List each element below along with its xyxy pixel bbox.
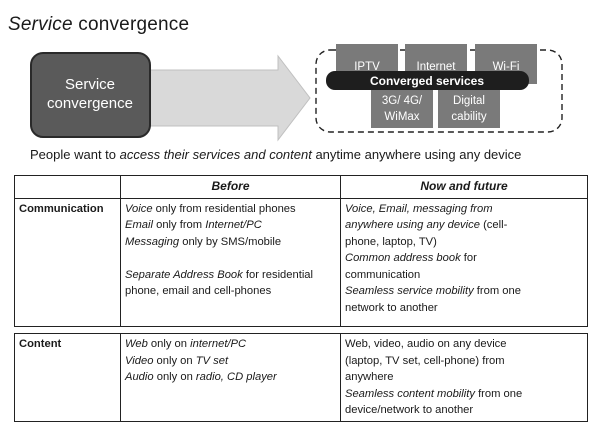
service-label-digital-line1: Digital: [453, 95, 485, 107]
table-header-row: Before Now and future: [14, 175, 588, 199]
service-label-3g-line1: 3G/ 4G/: [382, 95, 423, 107]
list-item: communication: [345, 268, 421, 281]
tagline: People want to access their services and…: [30, 147, 522, 162]
cell-content-now: Web, video, audio on any device (laptop,…: [340, 333, 588, 422]
list-item: (laptop, TV set, cell-phone) from: [345, 354, 505, 367]
convergence-diagram: Service convergence IPTV Internet Wi-Fi …: [30, 44, 563, 142]
list-item: Email only from Internet/PC: [125, 219, 262, 232]
service-box-digital: [438, 86, 500, 128]
cell-content-before: Web only on internet/PC Video only on TV…: [120, 333, 341, 422]
service-label-3g-line2: WiMax: [384, 111, 419, 123]
list-item: phone, laptop, TV): [345, 235, 437, 248]
source-label-line2: convergence: [47, 95, 133, 112]
content-table: Content Web only on internet/PC Video on…: [14, 333, 588, 422]
converged-banner-label: Converged services: [370, 74, 484, 88]
convergence-arrow: [147, 54, 311, 142]
service-label-iptv: IPTV: [354, 61, 380, 73]
list-item: Separate Address Book for residential: [125, 268, 314, 281]
list-item: phone, email and cell-phones: [125, 285, 272, 298]
list-item: network to another: [345, 301, 438, 314]
source-box: [30, 52, 151, 138]
header-empty: [14, 175, 121, 199]
table-row: Communication Voice only from residentia…: [14, 197, 588, 328]
list-item: Common address book for: [345, 252, 477, 265]
list-item: Web, video, audio on any device: [345, 338, 507, 350]
list-item: anywhere using any device (cell-: [345, 219, 508, 232]
service-label-wifi: Wi-Fi: [493, 61, 520, 73]
list-item: Seamless content mobility from one: [345, 387, 523, 400]
row-label-communication: Communication: [14, 197, 121, 328]
page-title: Service convergence: [8, 14, 190, 35]
service-label-internet: Internet: [417, 61, 457, 73]
row-label-content: Content: [14, 333, 121, 422]
list-item: Audio only on radio, CD player: [125, 371, 277, 383]
source-label-line1: Service: [65, 76, 115, 93]
table-row: Content Web only on internet/PC Video on…: [14, 333, 588, 422]
list-item: Web only on internet/PC: [125, 338, 247, 350]
communication-table: Before Now and future Communication Voic…: [14, 175, 588, 328]
header-now-and-future: Now and future: [340, 175, 588, 199]
services-container: [315, 49, 563, 133]
list-item: Video only on TV set: [125, 354, 229, 367]
list-item: Voice only from residential phones: [125, 202, 296, 215]
list-item: device/network to another: [345, 404, 474, 416]
service-label-digital-line2: cability: [451, 111, 486, 123]
list-item: Seamless service mobility from one: [345, 285, 521, 298]
header-before: Before: [120, 175, 341, 199]
service-box-3g: [371, 86, 433, 128]
list-item: Messaging only by SMS/mobile: [125, 235, 282, 248]
cell-communication-before: Voice only from residential phones Email…: [120, 197, 341, 328]
converged-banner: [326, 71, 529, 90]
list-item: anywhere: [345, 371, 394, 383]
list-item: Voice, Email, messaging from: [345, 202, 493, 215]
cell-communication-now: Voice, Email, messaging from anywhere us…: [340, 197, 588, 328]
